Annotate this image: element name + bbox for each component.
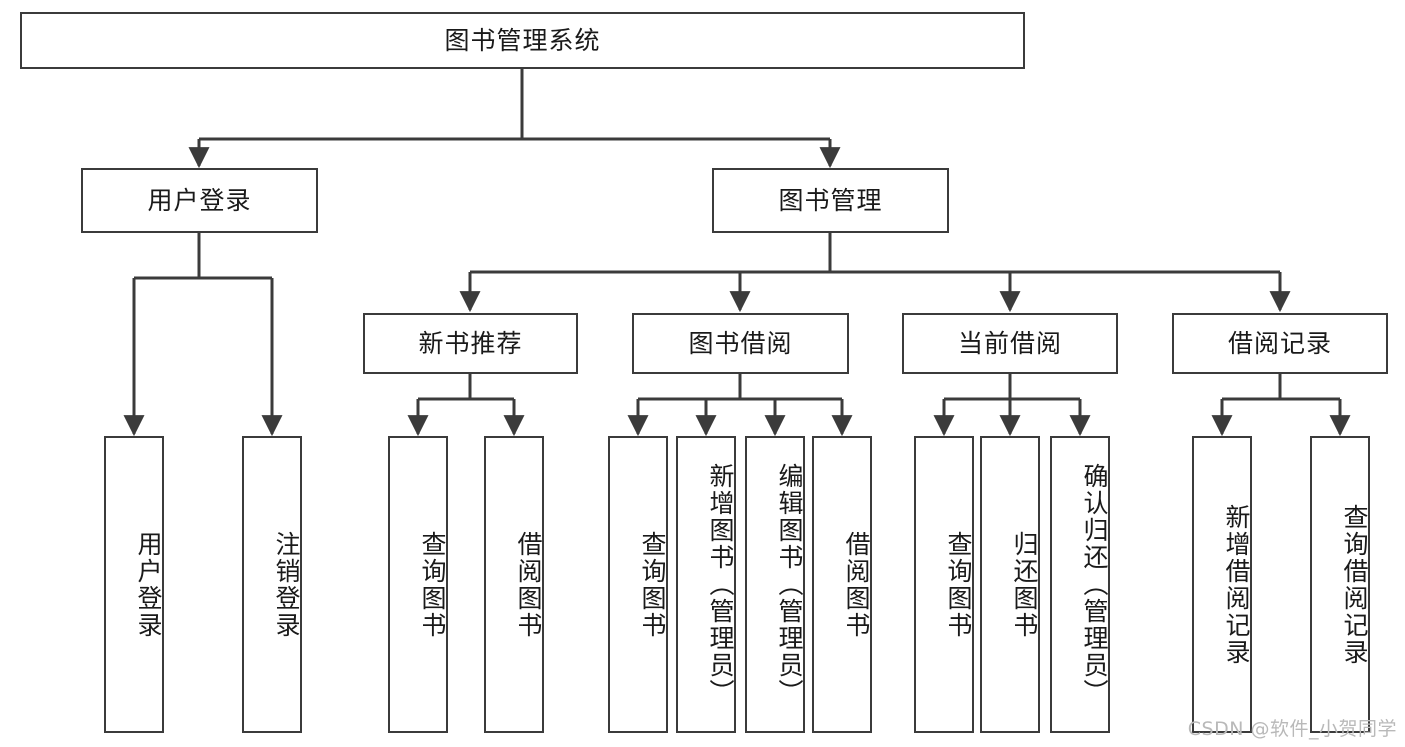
leaf-edit-book-admin[interactable]: 编辑图书（管理员） (745, 436, 805, 733)
leaf-borrow-book[interactable]: 借阅图书 (812, 436, 872, 733)
leaf-add-book-admin[interactable]: 新增图书（管理员） (676, 436, 736, 733)
leaf-query-book-current[interactable]: 查询图书 (914, 436, 974, 733)
leaf-confirm-return-admin[interactable]: 确认归还（管理员） (1050, 436, 1110, 733)
node-book-management[interactable]: 图书管理 (712, 168, 949, 233)
node-user-login[interactable]: 用户登录 (81, 168, 318, 233)
leaf-borrow-book-recommend[interactable]: 借阅图书 (484, 436, 544, 733)
node-root-book-management-system[interactable]: 图书管理系统 (20, 12, 1025, 69)
node-new-book-recommend[interactable]: 新书推荐 (363, 313, 578, 374)
leaf-user-login[interactable]: 用户登录 (104, 436, 164, 733)
node-book-borrow[interactable]: 图书借阅 (632, 313, 849, 374)
csdn-watermark: CSDN @软件_小贺同学 (1187, 718, 1397, 740)
leaf-add-borrow-record[interactable]: 新增借阅记录 (1192, 436, 1252, 733)
leaf-query-borrow-record[interactable]: 查询借阅记录 (1310, 436, 1370, 733)
node-current-borrow[interactable]: 当前借阅 (902, 313, 1118, 374)
leaf-query-book-recommend[interactable]: 查询图书 (388, 436, 448, 733)
leaf-logout-login[interactable]: 注销登录 (242, 436, 302, 733)
leaf-query-book-borrow[interactable]: 查询图书 (608, 436, 668, 733)
node-borrow-record[interactable]: 借阅记录 (1172, 313, 1388, 374)
leaf-return-book[interactable]: 归还图书 (980, 436, 1040, 733)
